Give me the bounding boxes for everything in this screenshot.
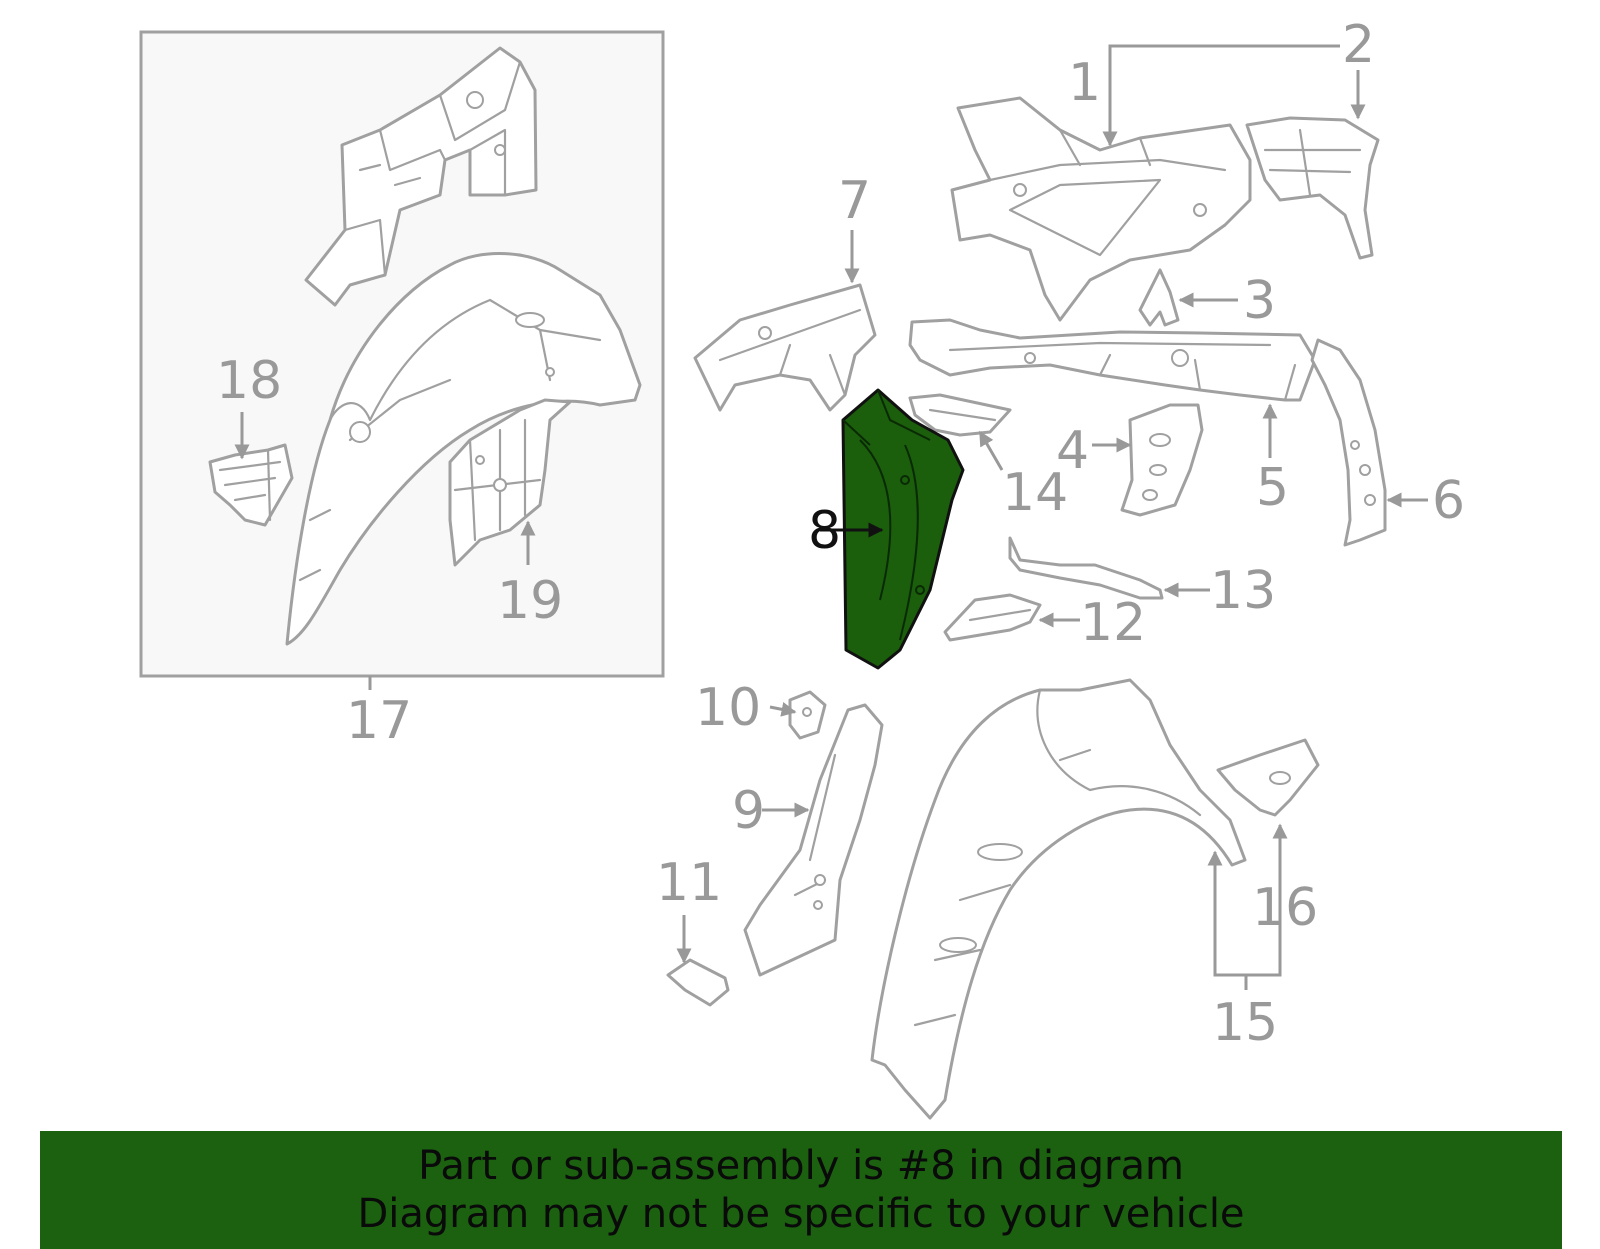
callout-4: 4 bbox=[1056, 421, 1089, 481]
part-11 bbox=[666, 958, 730, 1007]
callout-14: 14 bbox=[1002, 463, 1068, 523]
part-3 bbox=[1138, 268, 1180, 327]
part-1 bbox=[950, 96, 1252, 322]
callout-labels: 1 2 3 4 5 6 7 8 9 10 11 12 13 14 15 16 1… bbox=[216, 15, 1465, 1053]
part-5 bbox=[908, 318, 1317, 402]
callout-6: 6 bbox=[1432, 471, 1465, 531]
part-7 bbox=[693, 283, 877, 412]
info-banner: Part or sub-assembly is #8 in diagram Di… bbox=[40, 1131, 1562, 1249]
callout-7: 7 bbox=[838, 171, 871, 231]
callout-13: 13 bbox=[1210, 561, 1276, 621]
part-18 bbox=[208, 443, 294, 527]
part-8-highlighted bbox=[841, 388, 965, 670]
part-wheelhouse-inner bbox=[285, 252, 642, 646]
part-4 bbox=[1120, 403, 1204, 517]
part-15 bbox=[870, 678, 1247, 1120]
part-16 bbox=[1216, 738, 1320, 817]
callout-12: 12 bbox=[1080, 593, 1146, 653]
part-13 bbox=[1008, 536, 1164, 600]
part-12 bbox=[943, 593, 1042, 642]
callout-3: 3 bbox=[1243, 271, 1276, 331]
banner-line-1: Part or sub-assembly is #8 in diagram bbox=[418, 1143, 1184, 1189]
leader-lines bbox=[234, 44, 1428, 990]
callout-16: 16 bbox=[1252, 878, 1318, 938]
callout-11: 11 bbox=[656, 853, 722, 913]
callout-19: 19 bbox=[497, 571, 563, 631]
callout-18: 18 bbox=[216, 351, 282, 411]
part-2 bbox=[1245, 116, 1380, 260]
callout-17: 17 bbox=[346, 691, 412, 751]
callout-5: 5 bbox=[1256, 458, 1289, 518]
callout-15: 15 bbox=[1212, 993, 1278, 1053]
part-10 bbox=[788, 690, 827, 740]
callout-1: 1 bbox=[1068, 53, 1101, 113]
callout-9: 9 bbox=[732, 781, 765, 841]
callout-2: 2 bbox=[1342, 15, 1375, 75]
part-6 bbox=[1310, 338, 1387, 547]
part-9 bbox=[743, 703, 884, 977]
part-19 bbox=[448, 398, 572, 567]
callout-8: 8 bbox=[808, 501, 841, 561]
callout-10: 10 bbox=[695, 678, 761, 738]
part-14 bbox=[908, 393, 1012, 437]
banner-line-2: Diagram may not be specific to your vehi… bbox=[357, 1191, 1245, 1237]
part-upper-bracket bbox=[304, 46, 538, 307]
